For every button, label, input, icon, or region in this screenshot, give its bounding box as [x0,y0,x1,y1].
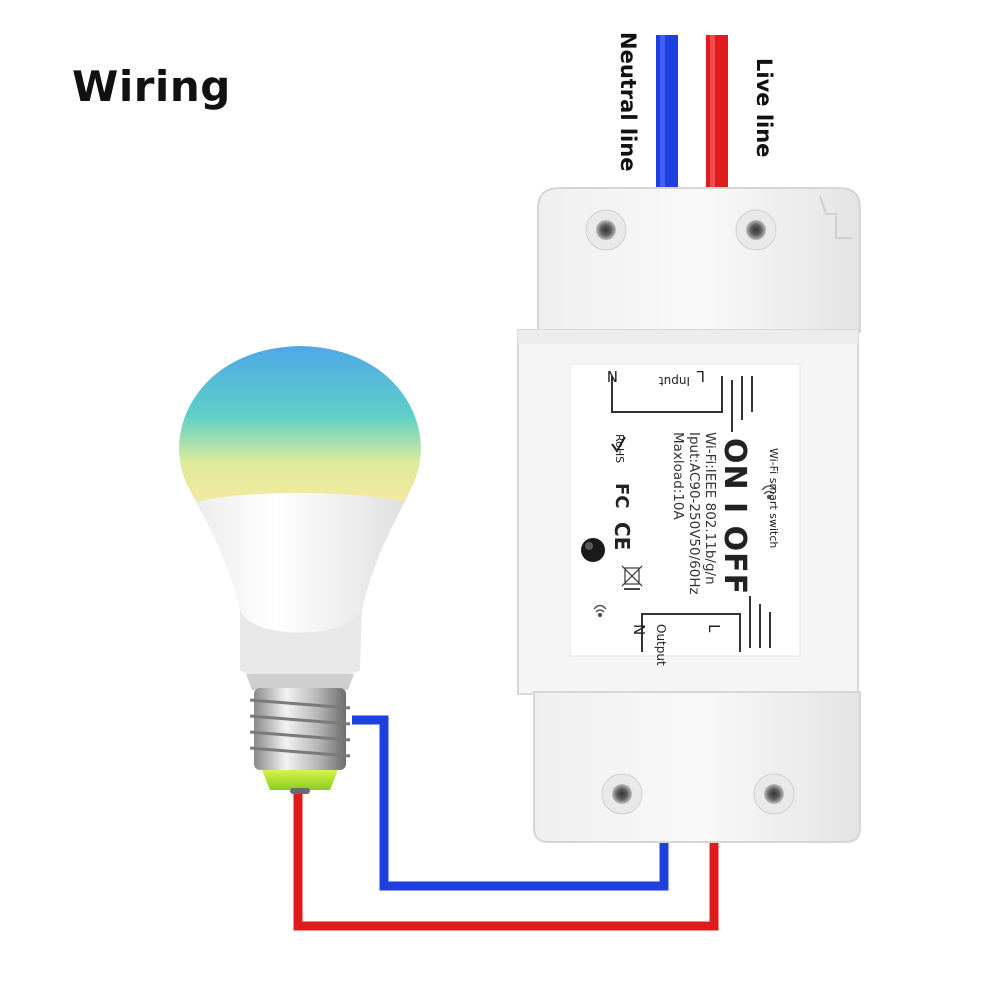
ce-mark: CE [610,522,634,551]
rgb-led-bulb-icon [179,346,421,794]
terminal-screw-top-l [735,209,777,251]
input-label: Input [658,374,690,388]
output-n-label: N [630,624,648,636]
live-wire-out [293,788,719,931]
live-wire-in [706,35,728,191]
fc-mark: FC [611,483,632,509]
pairing-button[interactable] [581,538,605,562]
live-wire-in-highlight [710,35,715,191]
page-title: Wiring [72,62,231,111]
live-line-label: Live line [752,58,776,158]
wifi-status-icon [593,604,607,618]
input-bracket [611,376,753,432]
bulb-screw-base [249,688,351,794]
checkmark-icon [611,436,626,453]
wifi-icon [761,485,777,500]
spec-load: Maxload:10A [670,432,686,520]
crossed-bin-icon [621,565,643,590]
spec-input: Iput:AC90-250V50/60Hz [686,432,702,595]
input-l-label: L [696,367,705,385]
switch-state-text: ON I OFF [717,438,752,596]
terminal-screw-bottom-l [753,773,795,815]
device-name: Wi-Fi smart switch [767,448,780,549]
input-n-label: N [606,367,618,385]
neutral-wire-out [352,715,669,891]
output-label: Output [654,624,668,666]
rohs-mark: RoHS [613,434,626,464]
neutral-line-label: Neutral line [616,32,640,172]
neutral-wire-in [656,35,678,191]
terminal-screw-top-n [585,209,627,251]
terminal-screw-bottom-n [601,773,643,815]
output-l-label: L [705,624,723,633]
output-bracket [641,596,771,652]
spec-wifi: Wi-Fi:IEEE 802.11b/g/n [702,432,718,585]
smart-switch [517,187,861,843]
neutral-wire-in-highlight [660,35,665,191]
